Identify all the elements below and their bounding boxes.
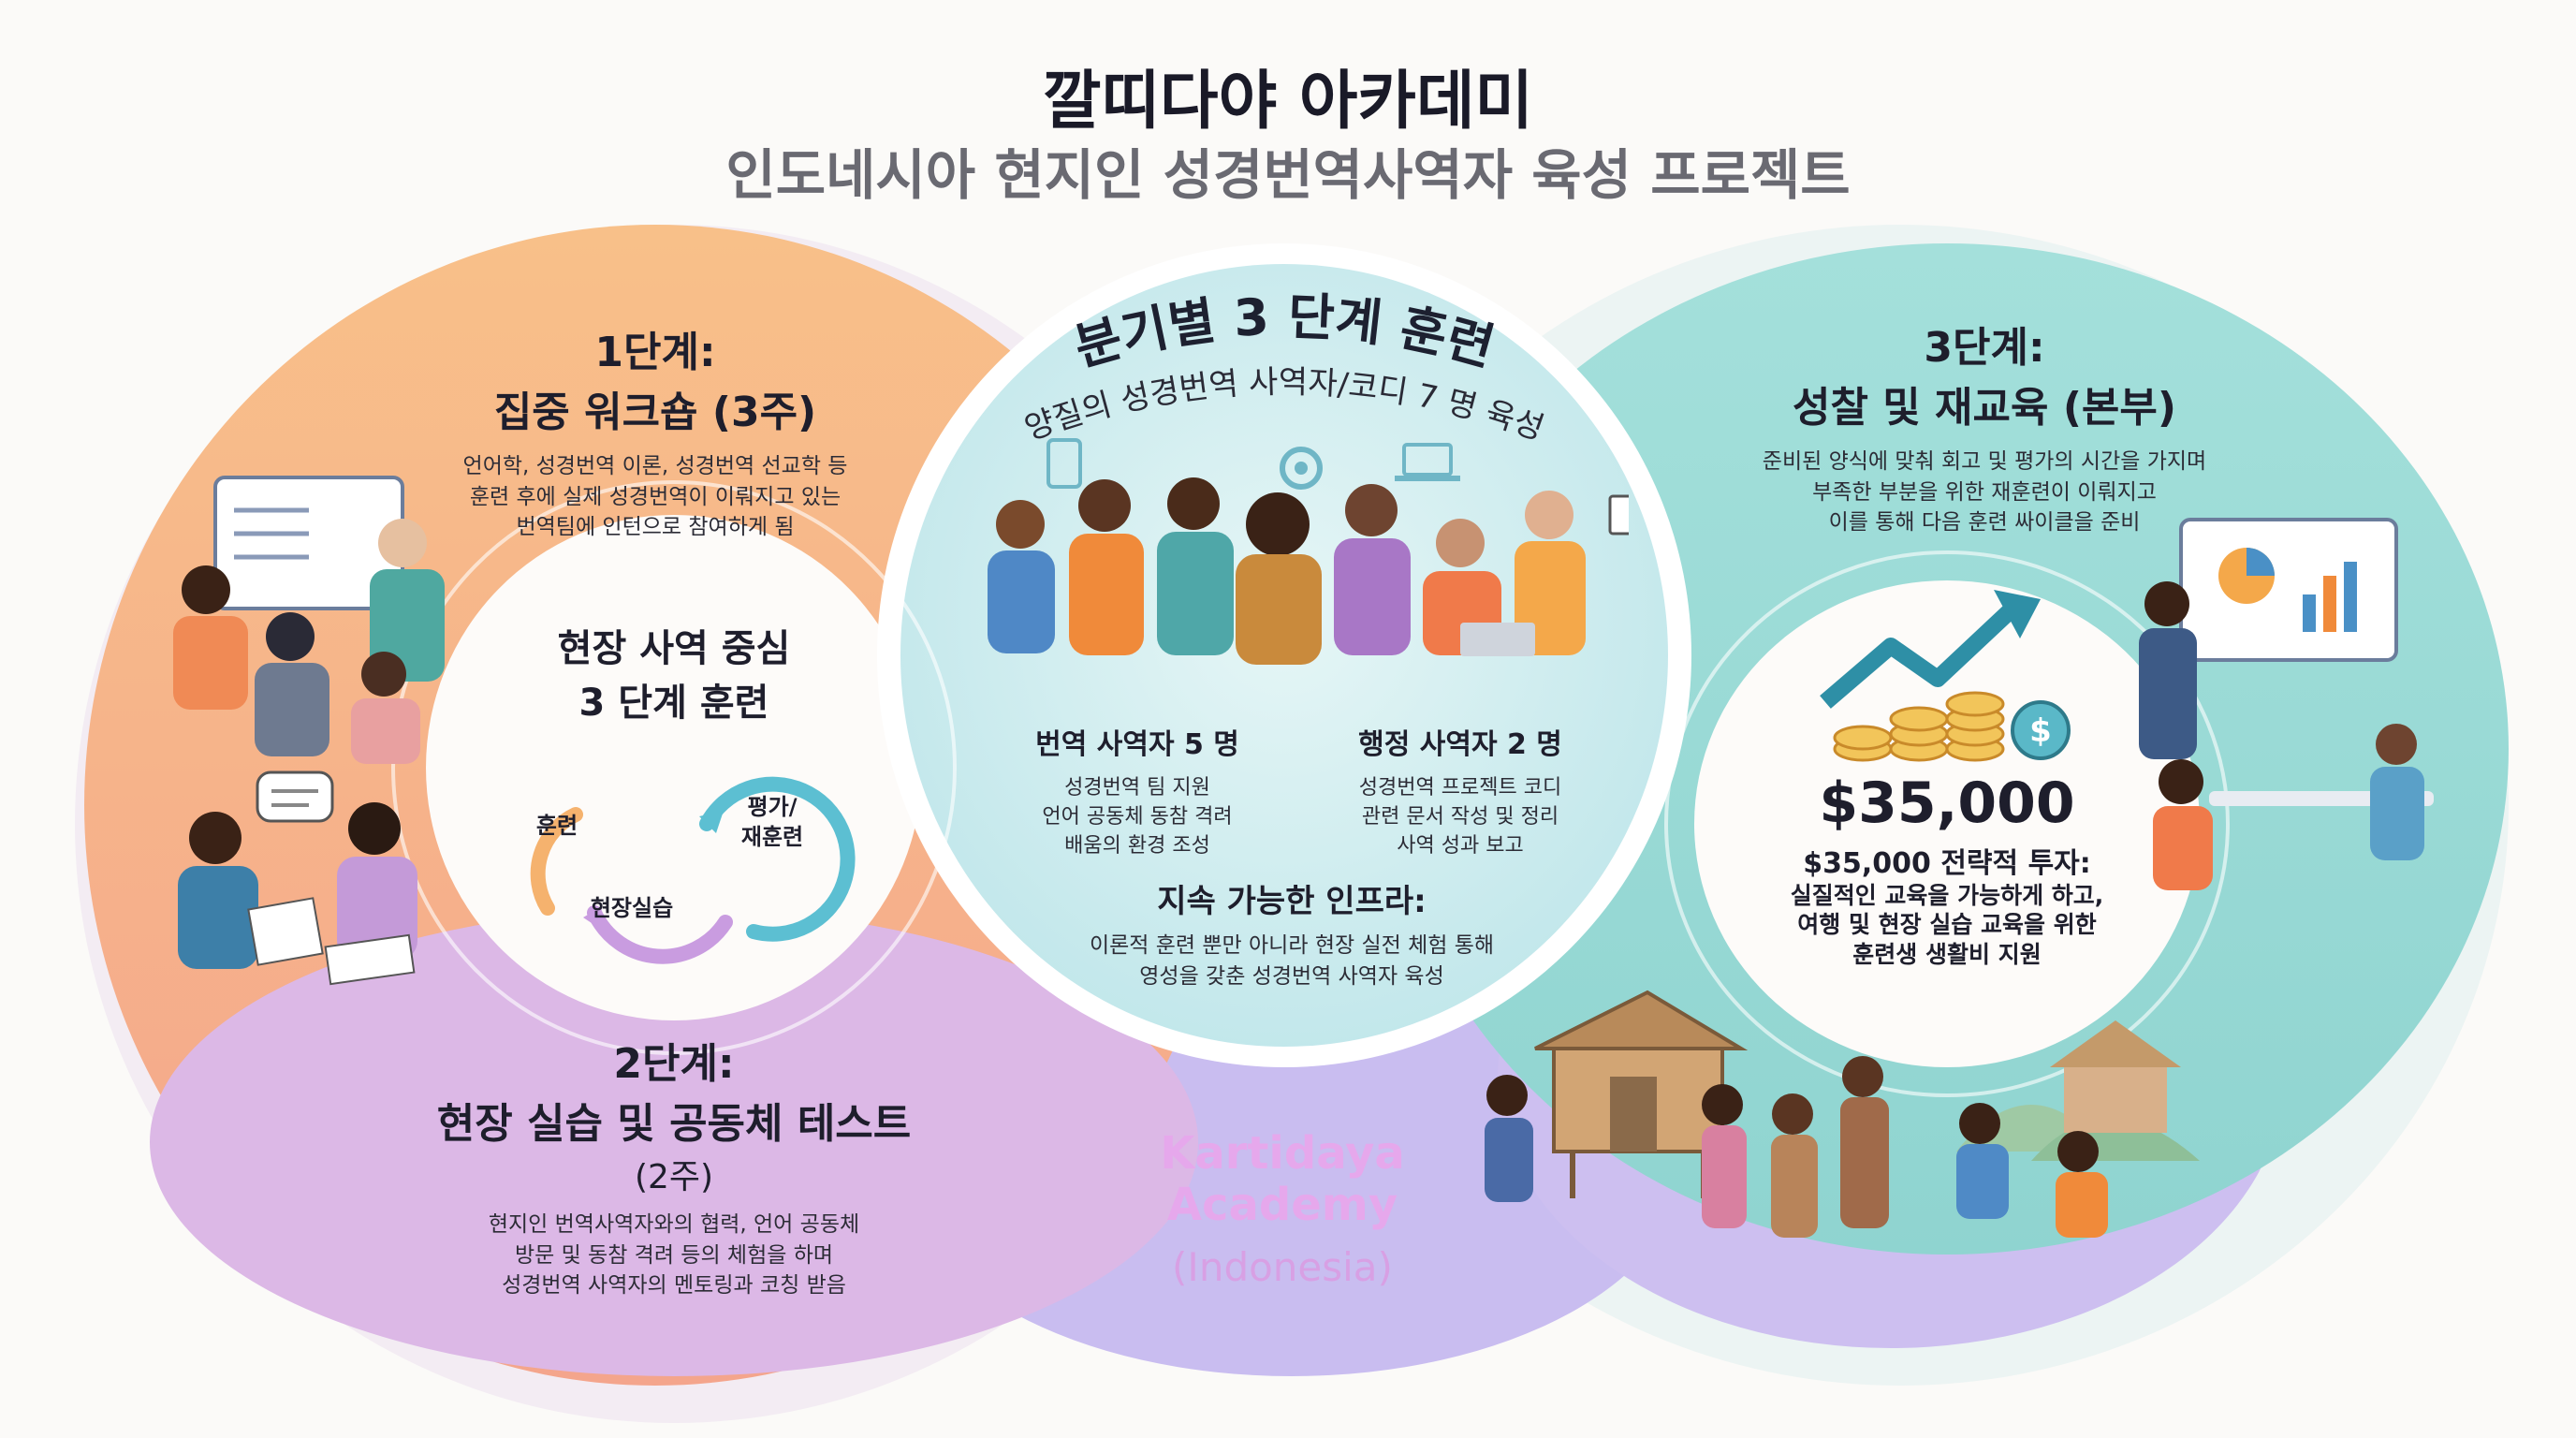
person-5 bbox=[1334, 484, 1411, 655]
cycle-title-line: 현장 사역 중심 bbox=[557, 627, 791, 670]
investment-line: 실질적인 교육을 가능하게 하고, bbox=[1790, 882, 2104, 909]
cycle-step-practice: 현장실습 bbox=[591, 895, 673, 921]
team-illustration bbox=[988, 438, 1629, 665]
stage1-line: 번역팀에 인턴으로 참여하게 됨 bbox=[516, 515, 795, 540]
growth-chart-icon bbox=[1820, 590, 2041, 709]
document-icon bbox=[1608, 494, 1629, 536]
cycle-title: 현장 사역 중심 3 단계 훈련 bbox=[505, 618, 842, 726]
cycle-hole bbox=[426, 515, 922, 1020]
translators-heading: 번역 사역자 5 명 bbox=[1035, 728, 1239, 761]
stage1-heading-title: 집중 워크숍 (3주) bbox=[493, 389, 817, 436]
gear-icon bbox=[1280, 447, 1323, 490]
infrastructure-line: 영성을 갖춘 성경번역 사역자 육성 bbox=[1139, 963, 1444, 989]
stage2-heading-title: 현장 실습 및 공동체 테스트 bbox=[436, 1100, 912, 1148]
dollar-icon: $ bbox=[2011, 700, 2071, 760]
stage1-line: 훈련 후에 실제 성경번역이 이뤄지고 있는 bbox=[469, 484, 842, 509]
stage1-block: 1단계: 집중 워크숍 (3주) 언어학, 성경번역 이론, 성경번역 선교학 … bbox=[393, 318, 917, 543]
stage2-blob bbox=[150, 908, 1198, 1376]
investment-heading: $35,000 전략적 투자: bbox=[1803, 847, 2091, 880]
workshop-illustration bbox=[173, 476, 445, 764]
admin-heading: 행정 사역자 2 명 bbox=[1358, 728, 1562, 761]
cycle-arc-practice bbox=[587, 905, 733, 964]
study-illustration bbox=[178, 770, 417, 986]
stage2-line: 성경번역 사역자의 멘토링과 코칭 받음 bbox=[502, 1273, 846, 1299]
translators-line: 성경번역 팀 지원 bbox=[1064, 776, 1210, 800]
stage3-line: 이를 통해 다음 훈련 싸이클을 준비 bbox=[1828, 510, 2141, 536]
stage3-heading-title: 성찰 및 재교육 (본부) bbox=[1792, 384, 2176, 432]
tablet-icon bbox=[1046, 438, 1082, 489]
stage3-block: 3단계: 성찰 및 재교육 (본부) 준비된 양식에 맞춰 회고 및 평가의 시… bbox=[1666, 314, 2303, 538]
stage1-line: 언어학, 성경번역 이론, 성경번역 선교학 등 bbox=[462, 454, 848, 478]
admin-block: 행정 사역자 2 명 성경번역 프로젝트 코디 관련 문서 작성 및 정리 사역… bbox=[1310, 721, 1610, 861]
stage3-heading-step: 3단계: bbox=[1924, 324, 2045, 372]
training-cycle-diagram: 훈련 현장실습 평가/ 재훈련 bbox=[530, 776, 856, 964]
brand-name: Kartidaya bbox=[1160, 1127, 1405, 1180]
brand-block: Kartidaya Academy (Indonesia) bbox=[1095, 1127, 1470, 1291]
cycle-arc-training bbox=[530, 807, 583, 916]
investment-block: $35,000 $35,000 전략적 투자: 실질적인 교육을 가능하게 하고… bbox=[1741, 772, 2153, 969]
investment-line: 여행 및 현장 실습 교육을 위한 bbox=[1797, 911, 2097, 939]
investment-hole bbox=[1694, 580, 2200, 1067]
infrastructure-block: 지속 가능한 인프라: 이론적 훈련 뿐만 아니라 현장 실전 체험 통해 영성… bbox=[992, 875, 1591, 991]
laptop bbox=[1460, 623, 1535, 656]
speech-bubble-icon bbox=[256, 770, 334, 823]
laptop-icon bbox=[1395, 443, 1460, 481]
center-arc-titles: 분기별 3 단계 훈련 양질의 성경번역 사역자/코디 7 명 육성 bbox=[1020, 287, 1549, 448]
brand-name: Academy bbox=[1166, 1179, 1398, 1232]
stage2-line: 방문 및 동참 격려 등의 체험을 하며 bbox=[514, 1242, 834, 1268]
admin-line: 관련 문서 작성 및 정리 bbox=[1361, 805, 1559, 829]
translators-line: 배움의 환경 조성 bbox=[1064, 834, 1210, 858]
coins-icon bbox=[1833, 691, 2005, 762]
svg-text:$: $ bbox=[2029, 712, 2052, 750]
infrastructure-line: 이론적 훈련 뿐만 아니라 현장 실전 체험 통해 bbox=[1089, 933, 1495, 958]
admin-line: 사역 성과 보고 bbox=[1397, 834, 1524, 858]
cycle-title-line: 3 단계 훈련 bbox=[578, 682, 769, 725]
person-3 bbox=[1157, 477, 1234, 655]
cycle-step-evaluation: 평가/ bbox=[748, 794, 798, 820]
investment-line: 훈련생 생활비 지원 bbox=[1852, 940, 2042, 968]
investment-illustration: $ bbox=[1820, 590, 2071, 762]
translators-block: 번역 사역자 5 명 성경번역 팀 지원 언어 공동체 동참 격려 배움의 환경… bbox=[983, 721, 1292, 861]
admin-line: 성경번역 프로젝트 코디 bbox=[1358, 776, 1562, 800]
person-4 bbox=[1236, 492, 1322, 665]
infrastructure-heading: 지속 가능한 인프라: bbox=[1157, 883, 1427, 920]
cycle-step-training: 훈련 bbox=[536, 813, 578, 839]
stage1-heading-step: 1단계: bbox=[594, 329, 716, 376]
presentation-illustration bbox=[2139, 518, 2434, 890]
stage2-line: 현지인 번역사역자와의 협력, 언어 공동체 bbox=[488, 1212, 860, 1237]
cycle-arc-evaluation bbox=[699, 776, 856, 942]
person-1 bbox=[988, 500, 1055, 653]
stage3-line: 준비된 양식에 맞춰 회고 및 평가의 시간을 가지며 bbox=[1762, 449, 2207, 474]
village-illustration bbox=[1485, 990, 2200, 1238]
cycle-step-retraining: 재훈련 bbox=[741, 824, 803, 850]
stage2-heading-duration: (2주) bbox=[634, 1158, 714, 1196]
brand-country: (Indonesia) bbox=[1172, 1244, 1393, 1291]
person-2 bbox=[1069, 479, 1144, 655]
translators-line: 언어 공동체 동참 격려 bbox=[1042, 805, 1233, 829]
page-subtitle: 인도네시아 현지인 성경번역사역자 육성 프로젝트 bbox=[725, 143, 1851, 207]
stage2-heading-step: 2단계: bbox=[613, 1040, 735, 1088]
investment-amount: $35,000 bbox=[1819, 770, 2075, 836]
page-title: 깔띠다야 아카데미 bbox=[1042, 65, 1534, 139]
stage2-block: 2단계: 현장 실습 및 공동체 테스트 (2주) 현지인 번역사역자와의 협력… bbox=[402, 1030, 945, 1301]
stage3-line: 부족한 부분을 위한 재훈련이 이뤄지고 bbox=[1812, 479, 2157, 505]
